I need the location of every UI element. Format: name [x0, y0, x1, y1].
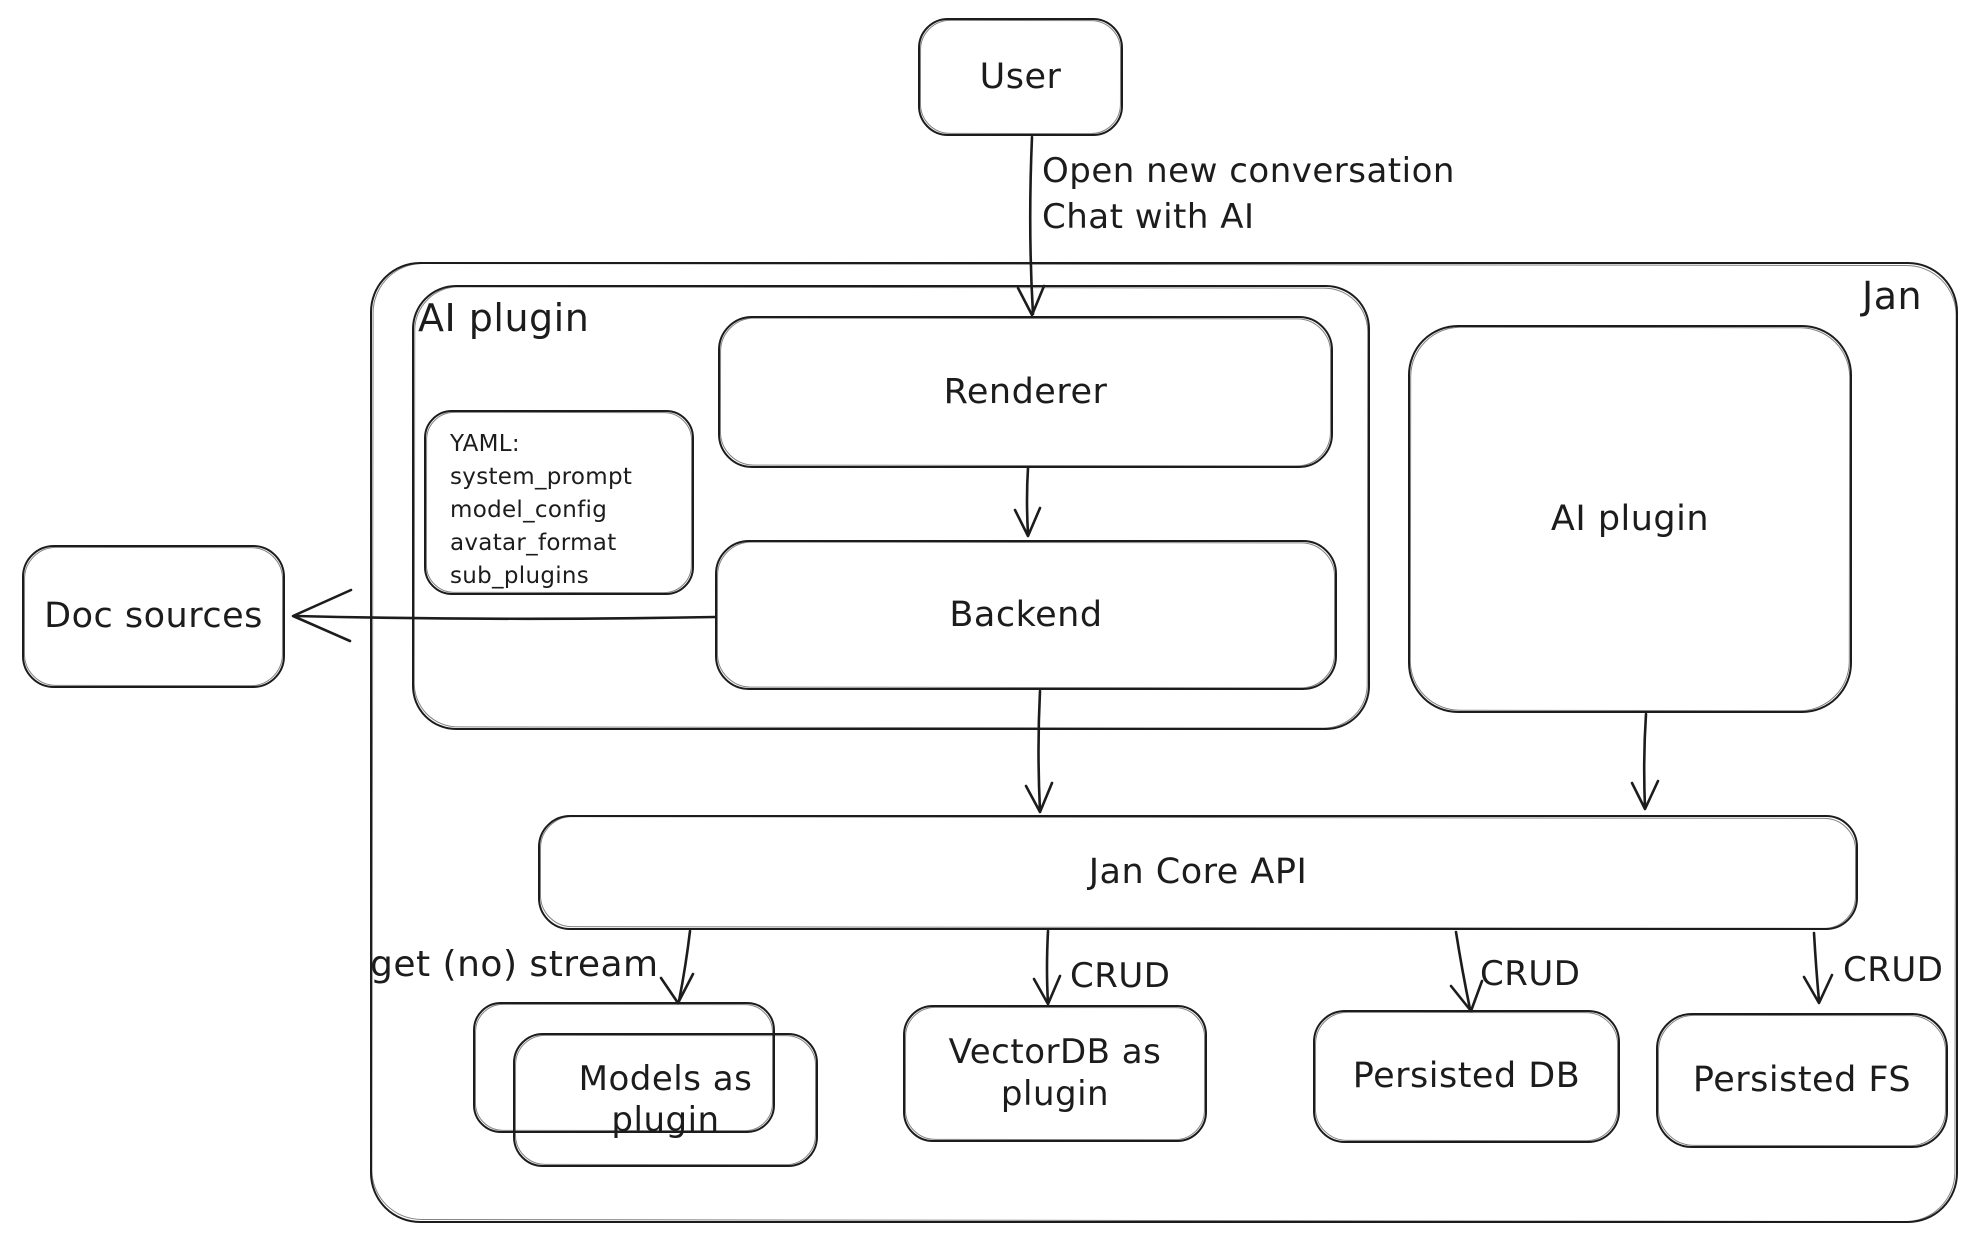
backend-node: Backend: [715, 540, 1337, 690]
models-plugin-node: Models as plugin: [513, 1033, 818, 1167]
ai-plugin-node: AI plugin: [1408, 325, 1852, 713]
edge-label-line: Chat with AI: [1042, 197, 1255, 237]
jan-core-api-node: Jan Core API: [538, 815, 1858, 930]
jan-container: [370, 262, 1958, 1223]
models-plugin-node-label: Models as plugin: [578, 1058, 753, 1140]
renderer-node: Renderer: [718, 316, 1333, 468]
yaml-line: system_prompt: [450, 464, 633, 490]
yaml-note-text: YAML: system_prompt model_config avatar_…: [426, 412, 692, 593]
jan-container-label: Jan: [1862, 274, 1923, 318]
persisted-db-node-label: Persisted DB: [1352, 1056, 1581, 1097]
doc-sources-node: Doc sources: [22, 545, 285, 688]
user-node-label: User: [979, 56, 1062, 97]
yaml-note: YAML: system_prompt model_config avatar_…: [424, 410, 694, 595]
renderer-node-label: Renderer: [943, 371, 1108, 412]
doc-sources-node-label: Doc sources: [44, 596, 263, 637]
edge-label-get-no-stream: get (no) stream: [370, 944, 659, 985]
edge-label-crud-persisted-fs: CRUD: [1843, 950, 1944, 990]
jan-core-api-node-label: Jan Core API: [1088, 852, 1308, 893]
yaml-line: avatar_format: [450, 530, 617, 556]
user-node: User: [918, 18, 1123, 136]
backend-node-label: Backend: [949, 594, 1103, 635]
edge-label-crud-persisted-db: CRUD: [1480, 954, 1581, 994]
yaml-line: model_config: [450, 497, 608, 523]
edge-label-crud-vectordb: CRUD: [1070, 956, 1171, 996]
ai-plugin-group: [412, 285, 1370, 730]
edge-label-open-conversation: Open new conversation Chat with AI: [1042, 148, 1455, 240]
ai-plugin-node-label: AI plugin: [1550, 498, 1710, 539]
persisted-fs-node: Persisted FS: [1656, 1013, 1948, 1148]
ai-plugin-group-label: AI plugin: [418, 296, 590, 340]
persisted-db-node: Persisted DB: [1313, 1010, 1620, 1143]
vectordb-plugin-node: VectorDB as plugin: [903, 1005, 1207, 1142]
yaml-line: sub_plugins: [450, 563, 590, 589]
yaml-line: YAML:: [450, 431, 520, 457]
vectordb-plugin-node-label: VectorDB as plugin: [948, 1032, 1162, 1114]
persisted-fs-node-label: Persisted FS: [1692, 1060, 1912, 1101]
edge-label-line: Open new conversation: [1042, 151, 1455, 191]
